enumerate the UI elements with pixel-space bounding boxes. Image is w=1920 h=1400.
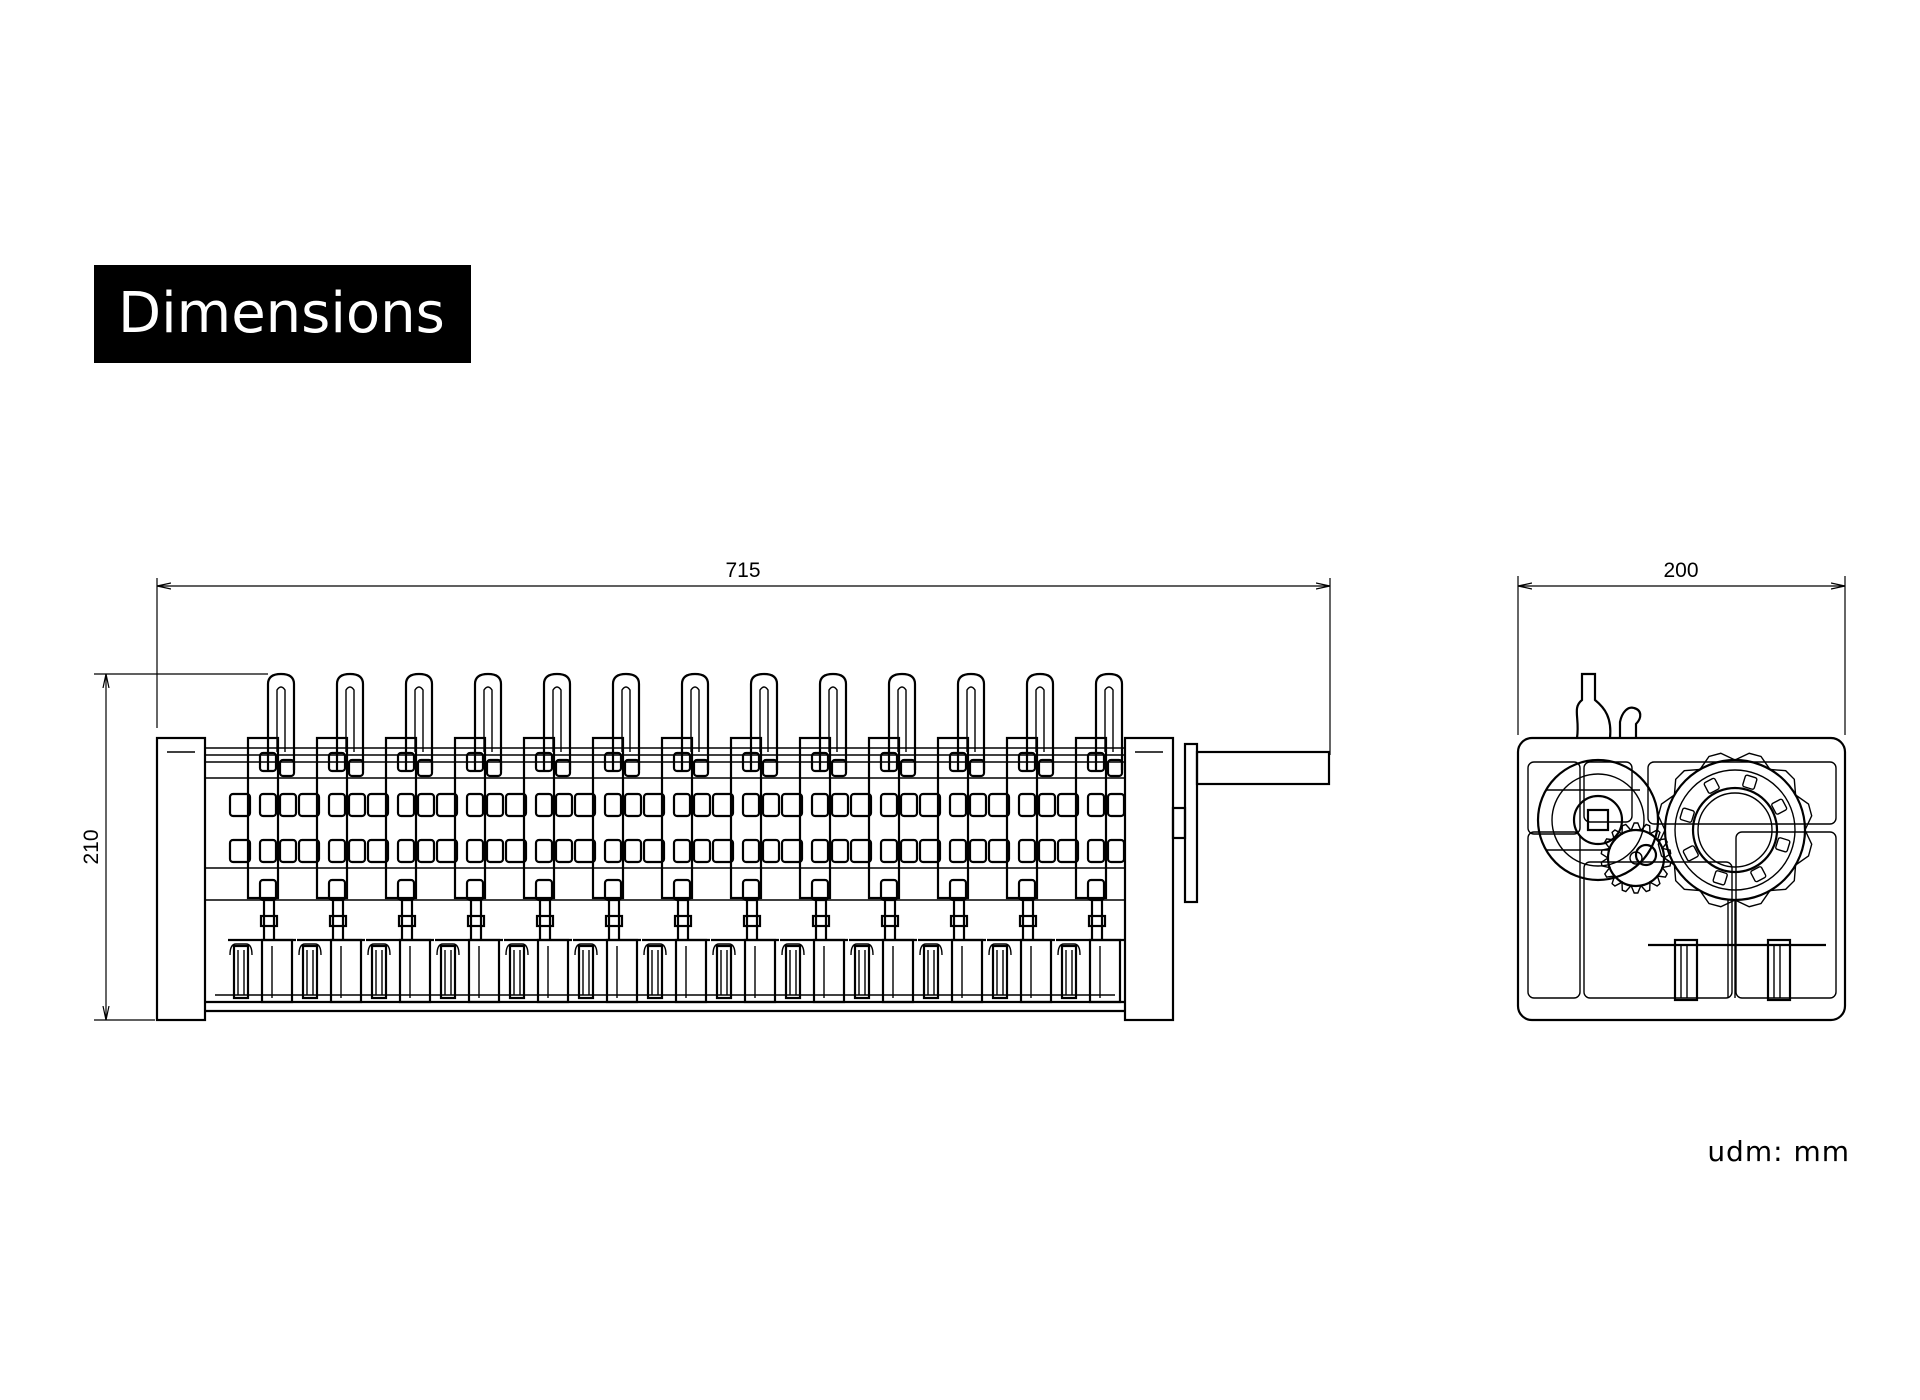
contact-modules [228, 672, 1126, 1004]
unit-note: udm: mm [1707, 1135, 1850, 1168]
page-title: Dimensions [94, 265, 471, 363]
side-view: 200 [1516, 559, 1847, 1022]
contact-module [573, 672, 643, 1004]
main-cam-wheel [1657, 752, 1813, 998]
top-lever [1575, 672, 1612, 739]
left-cam-wheel [1536, 758, 1660, 882]
side-terminals [1648, 938, 1826, 1002]
dimension-side-width: 200 [1517, 559, 1846, 735]
dimension-label-front-height: 210 [80, 829, 103, 864]
right-end-plate [1123, 736, 1175, 1022]
contact-module [435, 672, 505, 1004]
contact-module [366, 672, 436, 1004]
contact-module [849, 672, 919, 1004]
contact-module [642, 672, 712, 1004]
contact-module [504, 672, 574, 1004]
left-end-plate [155, 736, 207, 1022]
contact-module [918, 672, 988, 1004]
front-view: 715 210 [80, 559, 1331, 1022]
contact-module [1056, 672, 1126, 1004]
output-shaft [1171, 742, 1331, 904]
dimension-front-height: 210 [80, 673, 268, 1021]
contact-module [297, 672, 367, 1004]
contact-module [987, 672, 1057, 1004]
side-frame [1516, 736, 1847, 1022]
dimension-label-front-width: 715 [725, 559, 760, 582]
contact-module [780, 672, 850, 1004]
contact-module [711, 672, 781, 1004]
dimension-label-side-width: 200 [1663, 559, 1698, 582]
contact-module [228, 672, 298, 1004]
dimension-front-width: 715 [156, 559, 1331, 755]
